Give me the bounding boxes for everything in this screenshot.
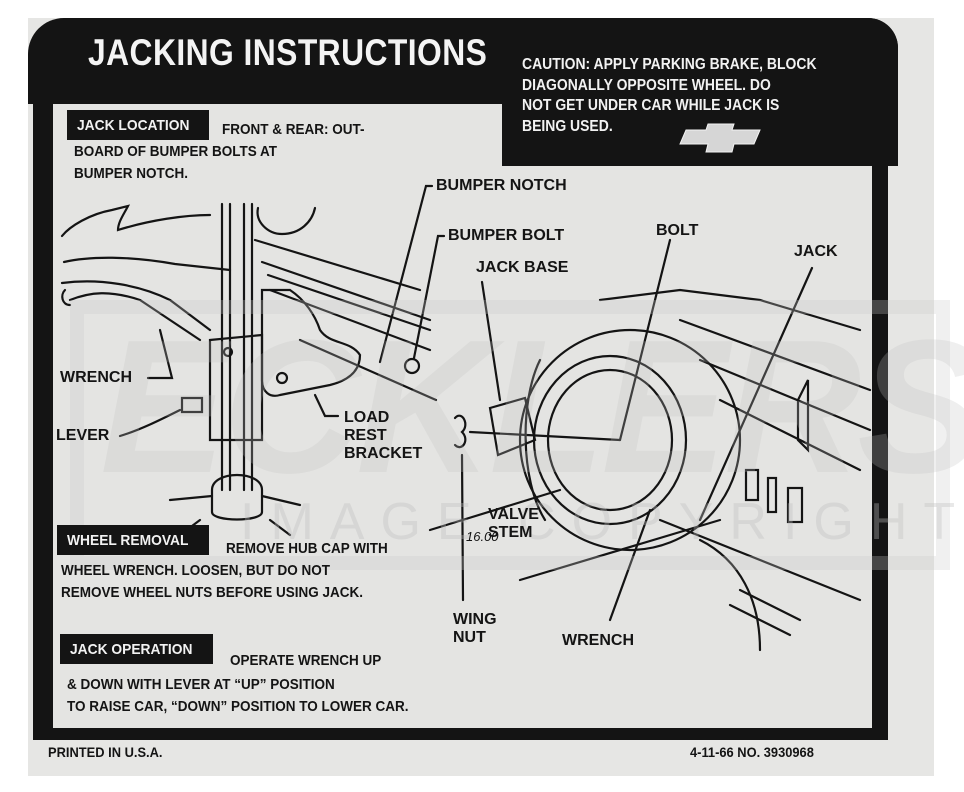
jack-location-tag: JACK LOCATION bbox=[67, 110, 210, 140]
part-number: 4-11-66 NO. 3930968 bbox=[690, 744, 814, 760]
jack-operation-text-first: OPERATE WRENCH UP bbox=[230, 652, 382, 669]
jack-base bbox=[210, 473, 264, 521]
label-valve-stem: VALVE STEM bbox=[488, 506, 539, 541]
jack-location-text-first: FRONT & REAR: OUT- bbox=[222, 121, 365, 138]
label-jack: JACK bbox=[794, 243, 838, 260]
wrench-right-leader bbox=[608, 508, 652, 622]
jack-operation-text: & DOWN WITH LEVER AT “UP” POSITION TO RA… bbox=[67, 676, 409, 715]
caution-text: CAUTION: APPLY PARKING BRAKE, BLOCK DIAG… bbox=[522, 56, 817, 135]
bumper-bolt-leader bbox=[412, 234, 446, 360]
wheel-removal-text: WHEEL WRENCH. LOOSEN, BUT DO NOT REMOVE … bbox=[61, 562, 364, 601]
label-jack-base: JACK BASE bbox=[476, 259, 569, 276]
wheel-removal-tag: WHEEL REMOVAL bbox=[57, 525, 209, 555]
chevrolet-bowtie-icon bbox=[679, 123, 761, 153]
bolt-leader bbox=[618, 238, 672, 442]
label-tire-size: 16.00 bbox=[466, 529, 499, 544]
label-bolt: BOLT bbox=[656, 222, 699, 239]
label-wrench-left: WRENCH bbox=[60, 369, 132, 386]
lever-leader bbox=[118, 408, 182, 438]
printed-in-usa: PRINTED IN U.S.A. bbox=[48, 744, 163, 760]
page-title: JACKING INSTRUCTIONS bbox=[88, 32, 488, 73]
wing-nut-leader bbox=[460, 453, 465, 602]
bumper-outline bbox=[60, 204, 212, 238]
load-rest-leader bbox=[313, 393, 340, 418]
label-wing-nut: WING NUT bbox=[453, 611, 497, 646]
wrench-leader bbox=[146, 328, 174, 380]
jack-base-plate bbox=[488, 396, 537, 457]
load-rest-bracket bbox=[260, 288, 362, 397]
label-load-rest-bracket: LOAD REST BRACKET bbox=[344, 409, 423, 462]
jack-base-leader bbox=[480, 280, 502, 402]
label-bumper-bolt: BUMPER BOLT bbox=[448, 227, 565, 244]
jack-leader bbox=[698, 266, 814, 522]
label-bumper-notch: BUMPER NOTCH bbox=[436, 177, 567, 194]
jack-post bbox=[220, 202, 254, 492]
jack-location-text: BOARD OF BUMPER BOLTS AT BUMPER NOTCH. bbox=[74, 143, 277, 182]
wheel-removal-text-first: REMOVE HUB CAP WITH bbox=[226, 540, 388, 557]
frame-bottom-border bbox=[33, 728, 888, 740]
spare-tire bbox=[518, 328, 742, 552]
label-wrench-right: WRENCH bbox=[562, 632, 634, 649]
frame-left-border bbox=[33, 100, 53, 740]
label-lever: LEVER bbox=[56, 427, 110, 444]
bumper-notch-leader bbox=[378, 184, 434, 364]
wing-nut-rod bbox=[468, 430, 622, 442]
jack-operation-tag: JACK OPERATION bbox=[60, 634, 214, 664]
frame-right-border bbox=[872, 166, 888, 740]
